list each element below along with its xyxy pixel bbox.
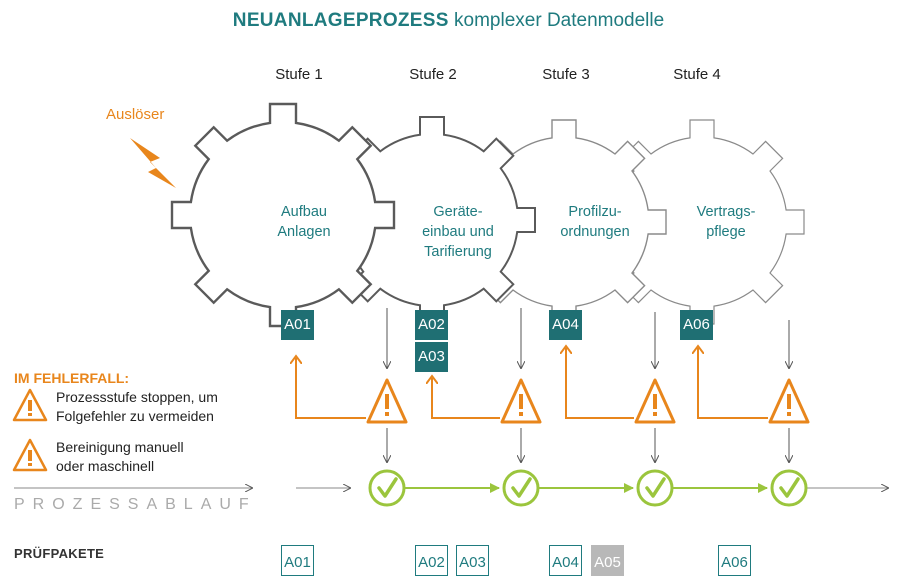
package-a02: A02 [415,545,448,576]
stage-4-label: Stufe 4 [673,66,721,83]
error-legend-item-2: Bereinigung manuell oder maschinell [56,439,184,474]
checkpoint-icons [368,469,808,507]
gear-to-warning-arrows [387,308,789,462]
error-case-title: IM FEHLERFALL: [14,370,130,386]
trigger-label: Auslöser [106,106,165,123]
package-a03: A03 [456,545,489,576]
package-a06: A06 [718,545,751,576]
error-legend-item-1: Prozessstufe stoppen, um Folgefehler zu … [56,389,218,424]
warning-icon-marks [385,394,791,416]
stage-4-text: Vertrags- pflege [696,204,756,240]
process-flow-label: PROZESSABLAUF [14,496,257,513]
stage-1-label: Stufe 1 [275,66,323,83]
package-a04: A04 [549,545,582,576]
feedback-loops [296,348,768,419]
stage-2-label: Stufe 2 [409,66,457,83]
code-box-a03: A03 [415,342,448,372]
stage-1-text: Aufbau Anlagen [277,204,331,240]
code-box-a06: A06 [680,310,713,340]
code-box-a01: A01 [281,310,314,340]
warning-icons [366,378,810,424]
legend-warning-icons [12,388,48,472]
stage-3-label: Stufe 3 [542,66,590,83]
gear-stage-1 [170,102,396,328]
stage-3-text: Profilzu- ordnungen [560,204,630,240]
diagram-title: NEUANLAGEPROZESS komplexer Datenmodelle [0,10,897,32]
code-box-a04: A04 [549,310,582,340]
packages-title: PRÜFPAKETE [14,546,105,561]
title-bold: NEUANLAGEPROZESS [232,10,449,31]
legend-warning-marks [28,400,32,466]
package-a01: A01 [281,545,314,576]
code-box-a02: A02 [415,310,448,340]
stage-2-text: Geräte- einbau und Tarifierung [422,204,494,260]
title-rest: komplexer Datenmodelle [454,10,665,31]
lightning-icon [130,138,176,188]
package-a05: A05 [591,545,624,576]
